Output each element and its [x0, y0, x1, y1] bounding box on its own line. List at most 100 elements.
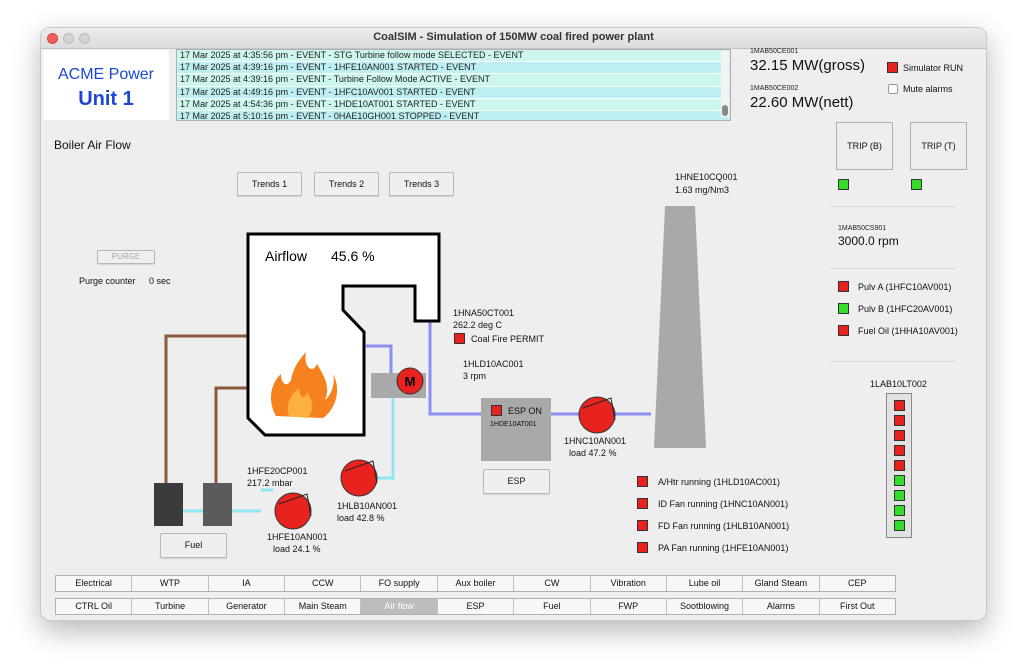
fuel-oil-indicator: [838, 325, 849, 336]
tab-lube-oil[interactable]: Lube oil: [667, 576, 744, 591]
drum-level-tag: 1LAB10LT002: [870, 379, 927, 389]
id-fan-running-label: ID Fan running (1HNC10AN001): [658, 499, 789, 509]
title-bar: CoalSIM - Simulation of 150MW coal fired…: [41, 28, 986, 49]
simulator-run-indicator[interactable]: [887, 62, 898, 73]
tab-ccw[interactable]: CCW: [285, 576, 362, 591]
esp-on-label: ESP ON: [508, 406, 542, 416]
level-cell: [894, 400, 905, 411]
pa-fan-running-indicator: [637, 542, 648, 553]
tab-electrical[interactable]: Electrical: [56, 576, 133, 591]
pa-fan-running-label: PA Fan running (1HFE10AN001): [658, 543, 789, 553]
fd-fan-tag: 1HLB10AN001: [337, 501, 398, 511]
flue-temp-tag: 1HNA50CT001: [453, 308, 515, 318]
level-cell: [894, 460, 905, 471]
purge-counter-label: Purge counter: [79, 276, 136, 286]
divider: [831, 206, 956, 207]
level-cell: [894, 445, 905, 456]
pa-fan-load: load 24.1 %: [273, 544, 321, 554]
pulv-a-label: Pulv A (1HFC10AV001): [858, 282, 952, 292]
esp-tag: 1HDE10AT001: [490, 421, 537, 428]
id-fan-running-indicator: [637, 498, 648, 509]
tab-main-steam[interactable]: Main Steam: [285, 599, 362, 614]
maximize-window-icon[interactable]: [79, 33, 90, 44]
coal-fire-permit-label: Coal Fire PERMIT: [471, 334, 545, 344]
page-title: Boiler Air Flow: [54, 138, 131, 152]
tab-ia[interactable]: IA: [209, 576, 286, 591]
tab-wtp[interactable]: WTP: [132, 576, 209, 591]
nett-power-value: 22.60 MW(nett): [750, 94, 854, 111]
id-fan-load: load 47.2 %: [569, 448, 617, 458]
turbine-speed-tag: 1MAB50CS901: [838, 225, 887, 232]
tab-generator[interactable]: Generator: [209, 599, 286, 614]
coal-pipe-1: [164, 334, 249, 483]
flame-icon: [270, 352, 338, 418]
tab-cw[interactable]: CW: [514, 576, 591, 591]
trends-3-button[interactable]: Trends 3: [389, 172, 454, 196]
air-heater-tag: 1HLD10AC001: [463, 359, 524, 369]
pa-fan-icon[interactable]: [274, 492, 312, 530]
close-window-icon[interactable]: [47, 33, 58, 44]
trip-turbine-button[interactable]: TRIP (T): [910, 122, 967, 170]
air-heater-running-label: A/Htr running (1HLD10AC001): [658, 477, 781, 487]
tab-first-out[interactable]: First Out: [840, 601, 875, 611]
pulv-b-label: Pulv B (1HFC20AV001): [858, 304, 953, 314]
fd-fan-running-label: FD Fan running (1HLB10AN001): [658, 521, 790, 531]
divider: [831, 361, 956, 362]
stack-emission-value: 1.63 mg/Nm3: [675, 185, 730, 195]
drum-level-bargraph: [886, 393, 912, 538]
pa-pressure-value: 217.2 mbar: [247, 478, 293, 488]
airflow-schematic: M: [154, 206, 706, 530]
tab-cep[interactable]: CEP: [848, 578, 867, 588]
event-row: 17 Mar 2025 at 4:39:16 pm - EVENT - Turb…: [177, 74, 730, 87]
air-duct-boiler-to-heater: [366, 344, 393, 373]
minimize-window-icon[interactable]: [63, 33, 74, 44]
tab-fo-supply[interactable]: FO supply: [361, 576, 438, 591]
tab-gland-steam[interactable]: Gland Steam: [743, 576, 820, 591]
nett-power-tag: 1MAB50CE002: [750, 85, 799, 92]
esp-button[interactable]: ESP: [483, 469, 550, 494]
trends-2-button[interactable]: Trends 2: [314, 172, 379, 196]
level-cell: [894, 505, 905, 516]
event-row: 17 Mar 2025 at 4:39:16 pm - EVENT - 1HFE…: [177, 62, 730, 75]
id-fan-tag: 1HNC10AN001: [564, 436, 627, 446]
coal-fire-permit-indicator: [454, 333, 465, 344]
level-cell: [894, 490, 905, 501]
fuel-button[interactable]: Fuel: [160, 533, 227, 558]
nav-tabs-row-1: Electrical WTP IA CCW FO supply Aux boil…: [55, 575, 896, 592]
scrollbar-thumb[interactable]: [722, 105, 728, 116]
event-row: 17 Mar 2025 at 4:54:36 pm - EVENT - 1HDE…: [177, 98, 730, 111]
tab-esp[interactable]: ESP: [438, 599, 515, 614]
level-cell: [894, 430, 905, 441]
tab-turbine[interactable]: Turbine: [132, 599, 209, 614]
chimney-stack: [654, 206, 706, 448]
flue-duct-to-esp: [428, 319, 481, 416]
tab-alarms[interactable]: Alarms: [743, 599, 820, 614]
tab-fuel[interactable]: Fuel: [514, 599, 591, 614]
gross-power-value: 32.15 MW(gross): [750, 57, 866, 74]
tab-aux-boiler[interactable]: Aux boiler: [438, 576, 515, 591]
pa-fan-tag: 1HFE10AN001: [267, 532, 328, 542]
id-fan-icon[interactable]: [578, 396, 616, 434]
trip-boiler-button[interactable]: TRIP (B): [836, 122, 893, 170]
tab-air-flow[interactable]: Air flow: [361, 599, 438, 614]
event-row: 17 Mar 2025 at 5:10:16 pm - EVENT - 0HAE…: [177, 110, 730, 120]
pulv-a-indicator: [838, 281, 849, 292]
tab-vibration[interactable]: Vibration: [591, 576, 667, 591]
trip-turbine-status-indicator: [911, 179, 922, 190]
mill-a: [154, 483, 183, 526]
purge-counter-value: 0 sec: [149, 276, 171, 286]
purge-button[interactable]: PURGE: [97, 250, 155, 264]
fd-fan-icon[interactable]: [340, 459, 378, 497]
event-log-scrollbar[interactable]: [721, 51, 729, 117]
mute-alarms-label: Mute alarms: [903, 84, 953, 94]
tab-ctrl-oil[interactable]: CTRL Oil: [56, 599, 133, 614]
pa-pressure-tag: 1HFE20CP001: [247, 466, 308, 476]
air-heater-motor[interactable]: [396, 367, 424, 395]
level-cell: [894, 415, 905, 426]
tab-sootblowing[interactable]: Sootblowing: [667, 599, 744, 614]
trends-1-button[interactable]: Trends 1: [237, 172, 302, 196]
event-log[interactable]: 17 Mar 2025 at 4:35:56 pm - EVENT - STG …: [176, 49, 731, 121]
esp-on-indicator: [491, 405, 502, 416]
tab-fwp[interactable]: FWP: [591, 599, 667, 614]
mute-alarms-checkbox[interactable]: [888, 84, 898, 94]
